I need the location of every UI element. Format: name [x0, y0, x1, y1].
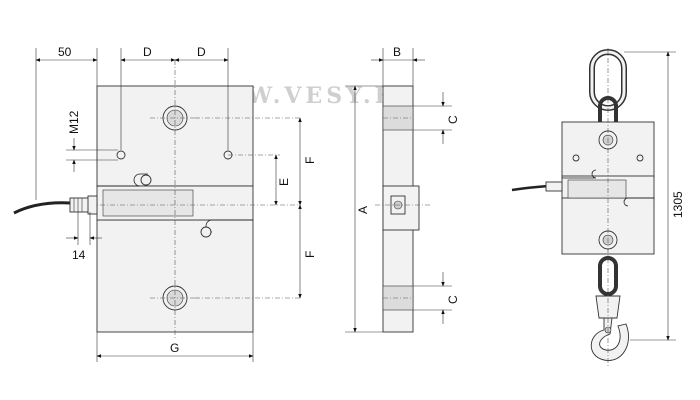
dim-c-top-label: C	[446, 115, 460, 124]
dim-f-top-label: F	[303, 157, 317, 164]
strain-gauge-area	[102, 189, 194, 217]
dim-d-left-label: D	[143, 45, 152, 59]
dim-f-bottom-label: F	[303, 251, 317, 258]
slot-end-top	[140, 174, 152, 186]
dim-14-label: 14	[72, 248, 86, 262]
swivel	[595, 295, 621, 319]
dim-a-label: A	[356, 206, 370, 214]
dim-e-label: E	[277, 178, 291, 186]
dim-1305-label: 1305	[671, 191, 685, 218]
cable	[13, 201, 71, 215]
dim-c-bottom-label: C	[446, 295, 460, 304]
front-view: 50 D D M12 F F E G 14	[13, 45, 317, 362]
m12-hole-left	[116, 150, 126, 160]
dim-50-label: 50	[58, 45, 72, 59]
lower-block	[96, 219, 254, 333]
slot-end-bottom	[200, 226, 212, 238]
hook-cable	[511, 184, 549, 192]
dim-m12-label: M12	[67, 110, 81, 134]
dim-b-label: B	[393, 45, 401, 59]
side-view: B A C C	[345, 45, 460, 333]
dim-g-label: G	[170, 341, 179, 355]
dim-d-right-label: D	[197, 45, 206, 59]
cable-gland	[69, 197, 91, 213]
hook-assembly-view: 1305	[511, 48, 685, 368]
upper-slot	[97, 173, 148, 187]
lifting-hook	[590, 317, 629, 361]
